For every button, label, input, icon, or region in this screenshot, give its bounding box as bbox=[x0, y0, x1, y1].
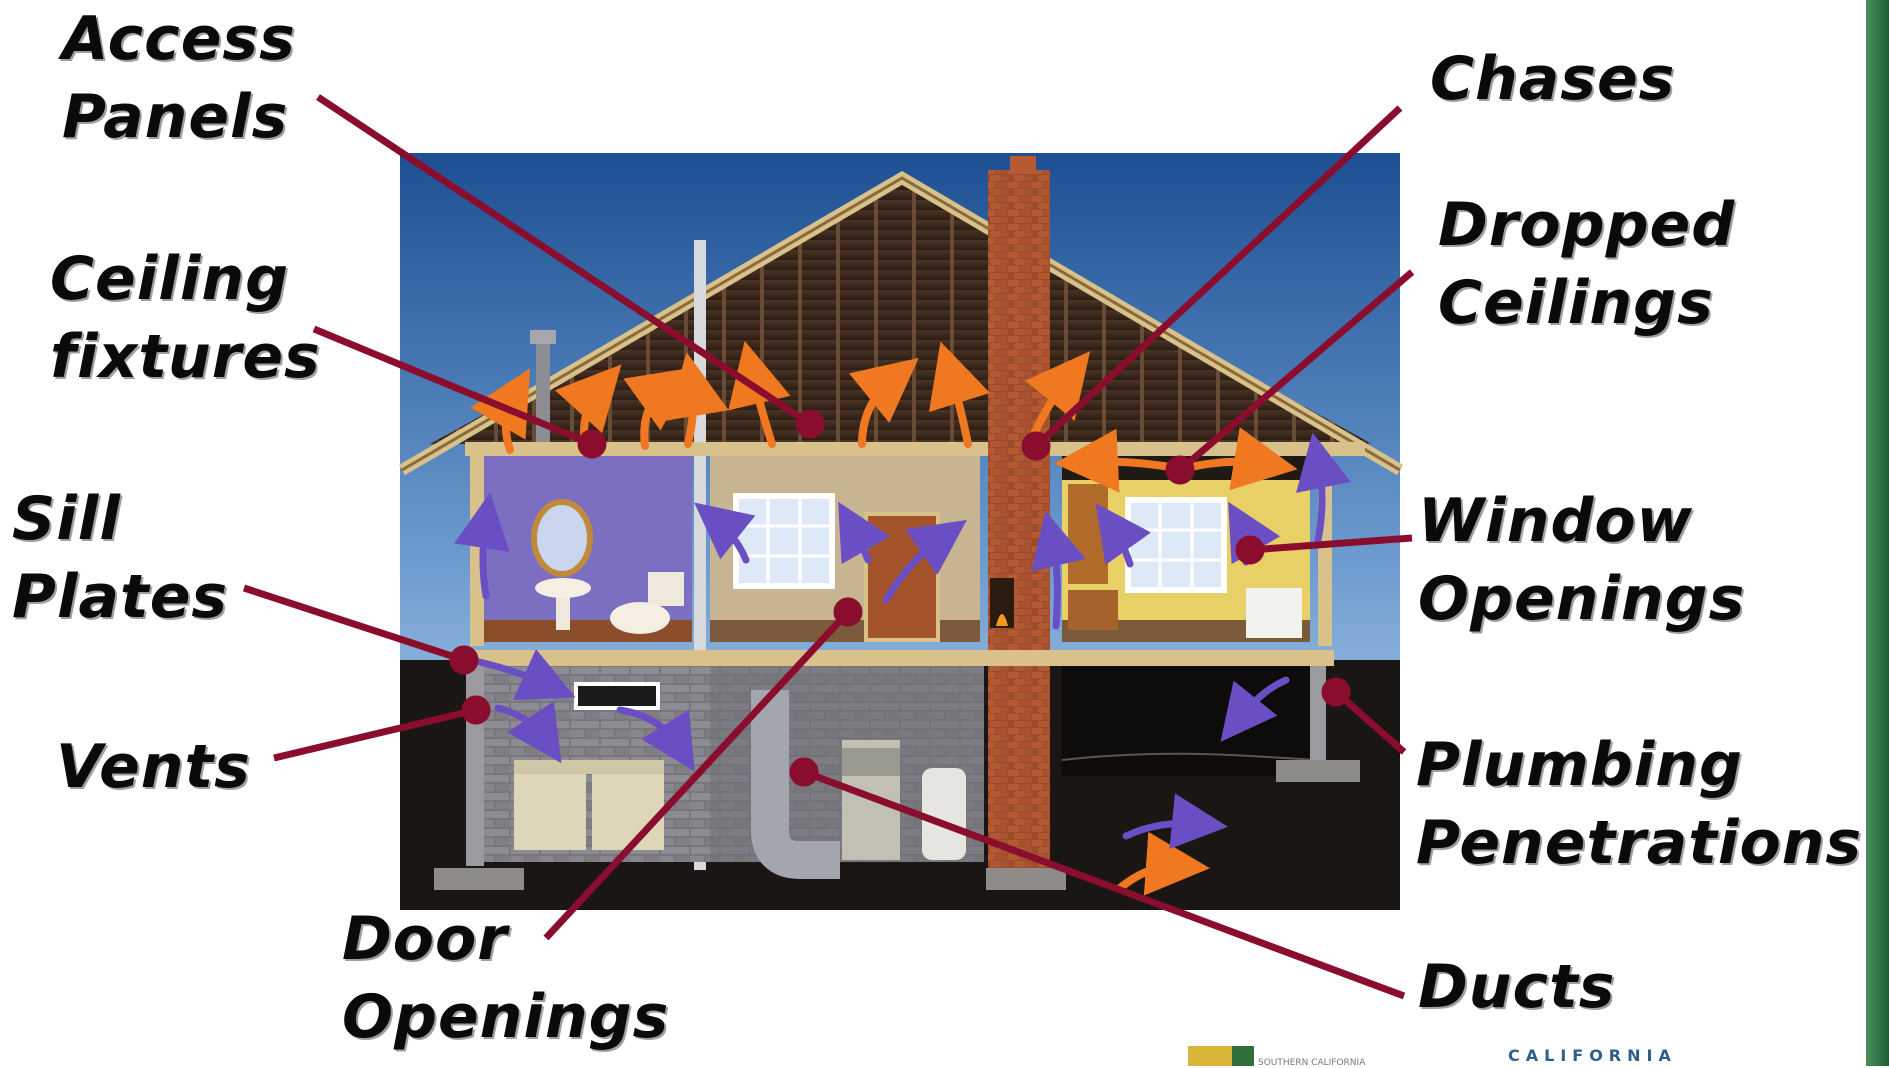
kitchen-window bbox=[1128, 500, 1224, 590]
utility-logo-text: SOUTHERN CALIFORNIA bbox=[1258, 1058, 1365, 1068]
toilet-tank bbox=[648, 572, 684, 606]
label-window-openings: Window Openings bbox=[1418, 482, 1745, 638]
chimney bbox=[988, 170, 1050, 876]
label-access-panels: Access Panels bbox=[62, 0, 296, 156]
kitchen-cabinet bbox=[1068, 484, 1108, 584]
floor-band bbox=[454, 650, 1334, 666]
label-vents: Vents bbox=[56, 728, 251, 806]
dishwasher bbox=[1246, 588, 1302, 638]
label-dropped-ceilings: Dropped Ceilings bbox=[1438, 186, 1735, 342]
bedroom-window bbox=[736, 496, 832, 586]
mirror bbox=[534, 502, 590, 574]
label-chases: Chases bbox=[1430, 40, 1675, 118]
label-door-openings: Door Openings bbox=[342, 900, 669, 1056]
water-heater bbox=[922, 768, 966, 860]
label-sill-plates: Sill Plates bbox=[12, 480, 228, 636]
basement-window bbox=[576, 684, 658, 708]
label-ducts: Ducts bbox=[1418, 948, 1615, 1026]
label-plumbing-penetrations: Plumbing Penetrations bbox=[1416, 726, 1862, 882]
label-ceiling-fixtures: Ceiling fixtures bbox=[50, 240, 321, 396]
california-logo-text: CALIFORNIA bbox=[1508, 1046, 1677, 1065]
slide-edge-bar bbox=[1866, 0, 1889, 1066]
